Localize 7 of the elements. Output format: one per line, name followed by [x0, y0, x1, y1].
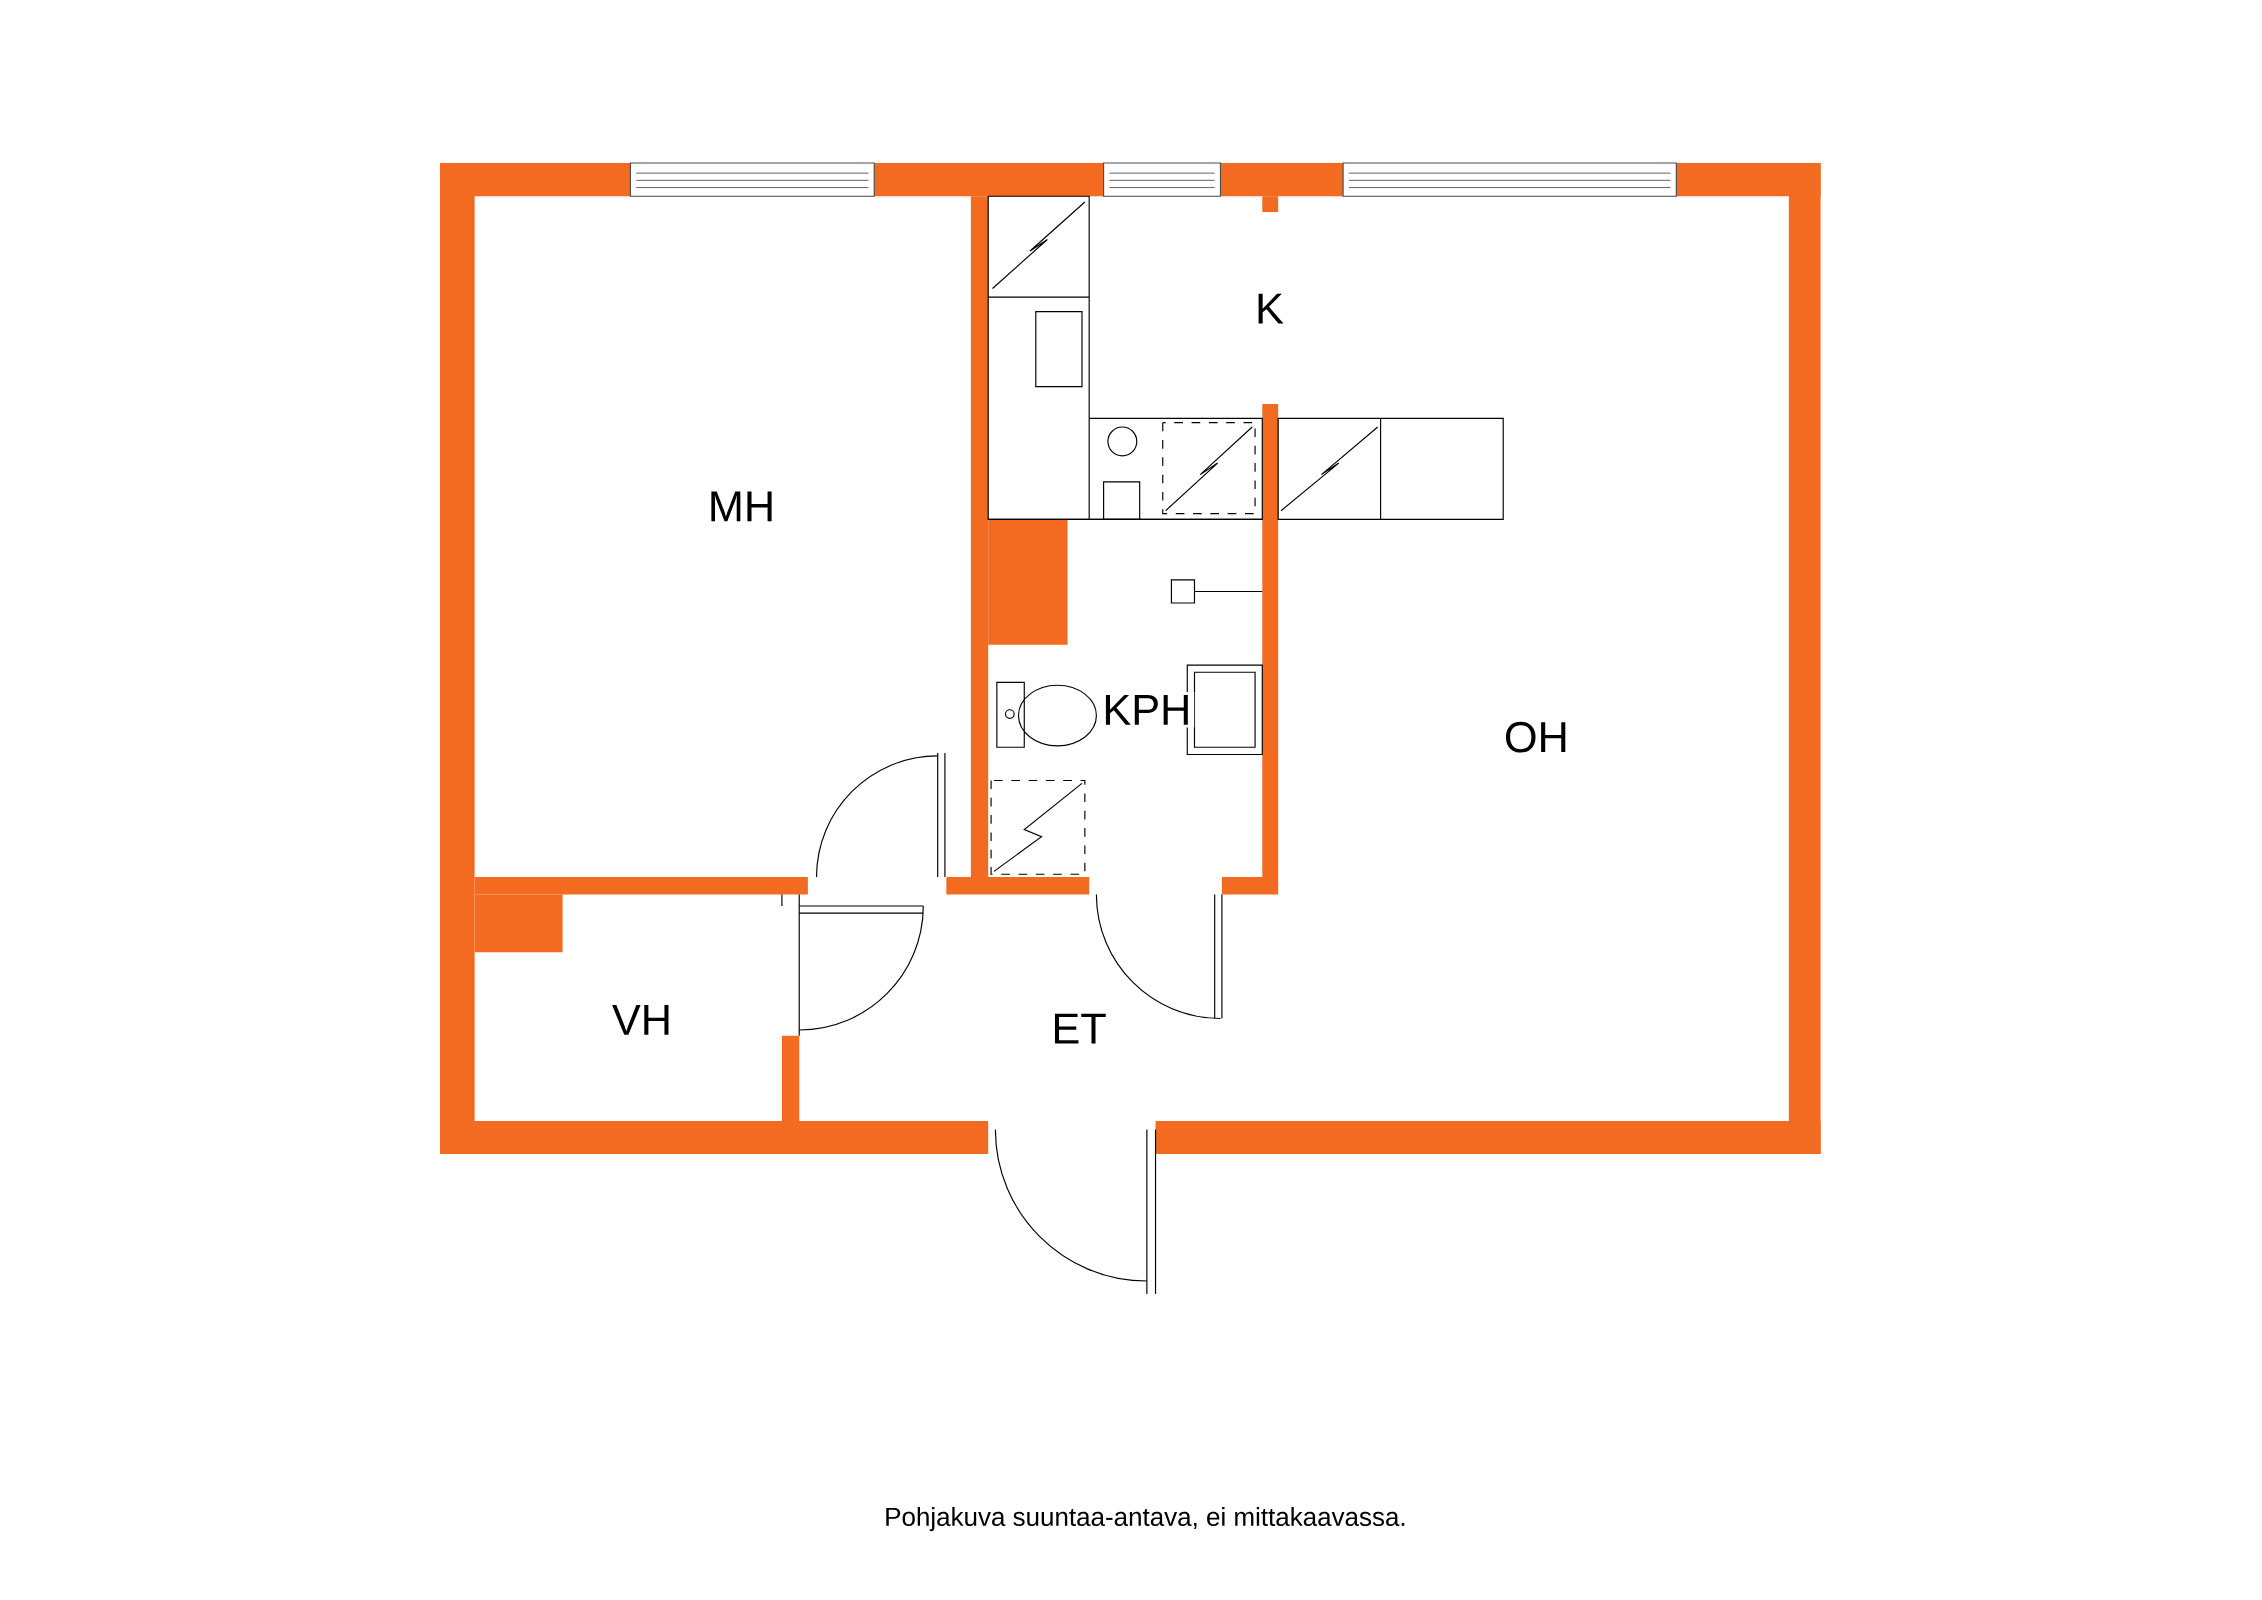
room-label: OH: [1501, 719, 1572, 756]
room-label: MH: [704, 488, 779, 525]
room-label: VH: [609, 1002, 675, 1038]
caption: Pohjakuva suuntaa-antava, ei mittakaavassa.: [886, 1507, 1405, 1532]
room-label: KPH: [1099, 692, 1195, 728]
room-label: ET: [1048, 1010, 1110, 1047]
room-label: K: [1252, 291, 1287, 327]
